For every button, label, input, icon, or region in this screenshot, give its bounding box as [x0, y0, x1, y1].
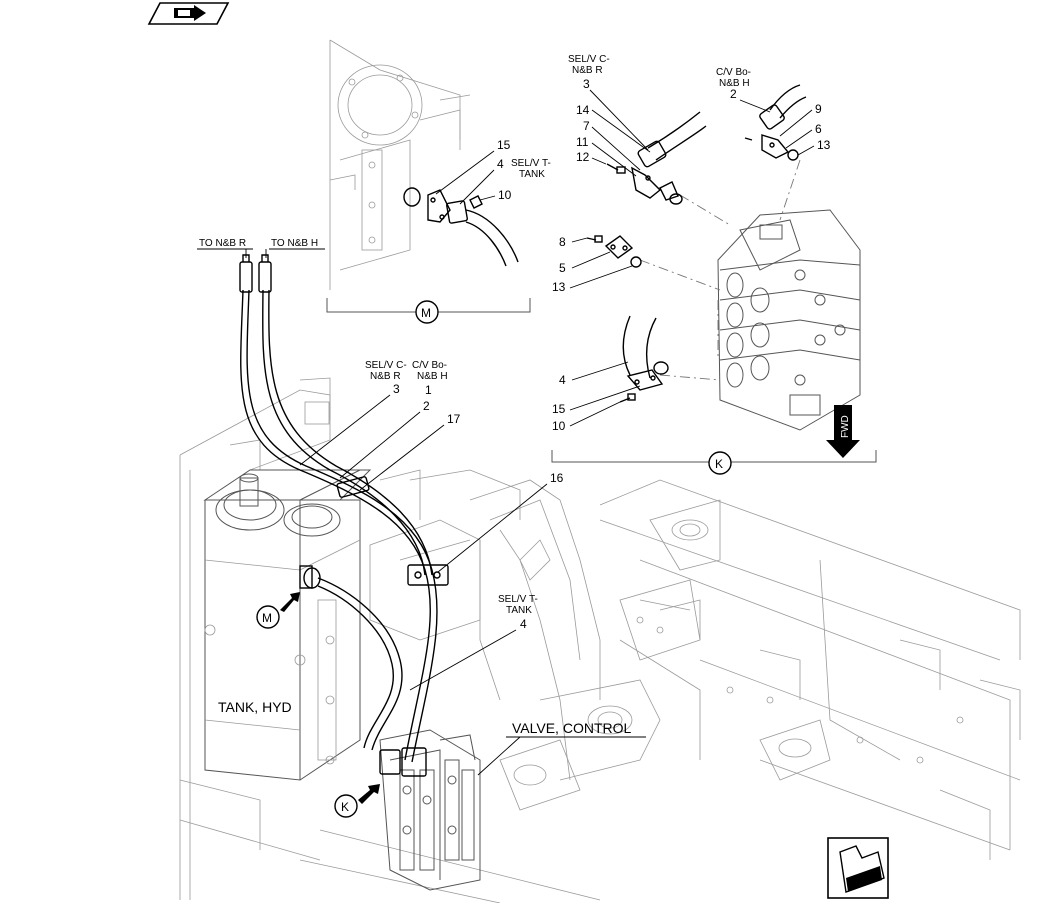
view-m-label: M	[415, 300, 439, 324]
main-cv-bo-2: N&B H	[417, 371, 448, 382]
main-selv-c-1: SEL/V C-	[365, 360, 407, 371]
arrow-forward-icon[interactable]	[827, 837, 889, 899]
callout-k-11: 11	[576, 135, 589, 149]
callout-main-16: 16	[550, 471, 564, 485]
callout-k-5: 5	[559, 261, 566, 275]
callout-main-4: 4	[520, 617, 527, 631]
hydraulic-tank	[203, 469, 372, 781]
callout-k-13a: 13	[817, 138, 831, 152]
arrow-right-icon[interactable]	[147, 2, 230, 25]
k-cv-bo-2: N&B H	[719, 78, 750, 89]
callout-k-7: 7	[583, 119, 590, 133]
callout-k-14: 14	[576, 103, 590, 117]
valve-control-label: VALVE, CONTROL	[512, 720, 632, 736]
k-selv-c-2: N&B R	[572, 65, 603, 76]
tank-hyd-label: TANK, HYD	[218, 699, 292, 715]
to-nb-r-label: TO N&B R	[199, 238, 246, 249]
callout-main-2: 2	[423, 399, 430, 413]
callout-k-9: 9	[815, 102, 822, 116]
callout-k-6: 6	[815, 122, 822, 136]
view-k-detail	[586, 84, 861, 431]
control-valve	[379, 729, 481, 891]
fwd-label: FWD	[840, 415, 851, 438]
k-selv-c-1: SEL/V C-	[568, 54, 610, 65]
callout-k-12: 12	[576, 150, 590, 164]
main-selv-t-2: TANK	[506, 605, 532, 616]
m-selv-t-1: SEL/V T-	[511, 158, 551, 169]
callout-k-13b: 13	[552, 280, 566, 294]
view-m-marker-letter: M	[262, 611, 272, 625]
view-k-letter: K	[715, 457, 723, 471]
hoses	[239, 254, 449, 777]
view-k-label: K	[708, 451, 732, 475]
callout-k-15: 15	[552, 402, 566, 416]
view-m-letter: M	[421, 306, 431, 320]
main-selv-c-2: N&B R	[370, 371, 401, 382]
view-k-marker-letter: K	[341, 800, 349, 814]
main-selv-t-1: SEL/V T-	[498, 594, 538, 605]
callout-k-8: 8	[559, 235, 566, 249]
to-nb-h-label: TO N&B H	[271, 238, 318, 249]
callout-k-2: 2	[730, 87, 737, 101]
callout-m-4: 4	[497, 157, 504, 171]
callout-main-17: 17	[447, 412, 461, 426]
callout-main-1: 1	[425, 383, 432, 397]
callout-k-3: 3	[583, 77, 590, 91]
main-cv-bo-1: C/V Bo-	[412, 360, 447, 371]
fwd-arrow-icon	[826, 405, 860, 458]
m-selv-t-2: TANK	[519, 169, 545, 180]
callout-m-15: 15	[497, 138, 511, 152]
callout-main-3: 3	[393, 382, 400, 396]
callout-m-10: 10	[498, 188, 512, 202]
view-m-detail	[329, 39, 519, 290]
machine-frame	[179, 377, 1021, 903]
k-cv-bo-1: C/V Bo-	[716, 67, 751, 78]
view-m-marker[interactable]: M	[256, 592, 300, 629]
callout-k-10: 10	[552, 419, 566, 433]
view-k-marker[interactable]: K	[334, 784, 380, 818]
callout-k-4: 4	[559, 373, 566, 387]
